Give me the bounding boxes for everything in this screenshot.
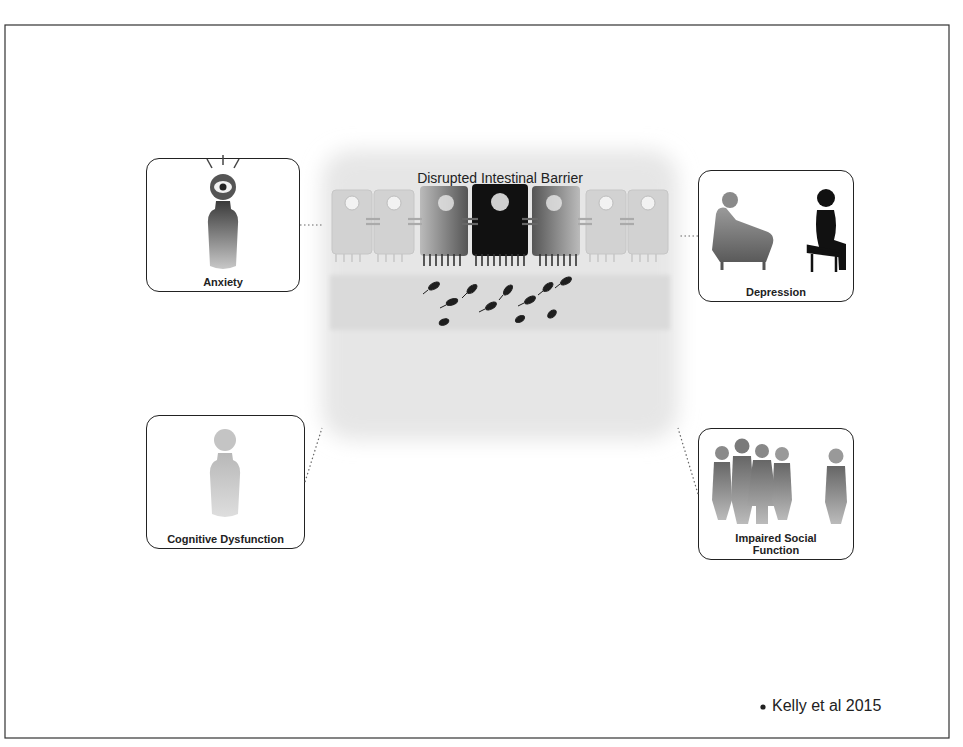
dotted-connector [678,235,698,236]
citation-note: Kelly et al 2015 [772,697,881,715]
box-label: Impaired Social Function [726,532,826,556]
box-label: Cognitive Dysfunction [167,533,284,545]
impaired-social-function-icon [712,439,847,525]
dotted-connector [300,224,322,225]
depression-icon [712,189,846,272]
dotted-connector [678,428,698,494]
box-label: Depression [746,286,806,298]
slide-frame [5,25,949,738]
bullet-point [760,704,765,709]
cognitive-dysfunction-box: Cognitive Dysfunction [146,415,305,549]
cognitive-dysfunction-icon [210,429,240,517]
box-label: Anxiety [203,276,243,288]
social-function-box: Impaired Social Function [698,428,854,560]
anxiety-icon [207,155,239,269]
illustration-title: Disrupted Intestinal Barrier [417,170,583,186]
anxiety-box: Anxiety [146,158,300,292]
barrier-illustration-node: Disrupted Intestinal Barrier [322,150,678,440]
intestinal-barrier-illustration [322,150,678,440]
depression-box: Depression [698,170,854,302]
dotted-connector [305,428,322,482]
